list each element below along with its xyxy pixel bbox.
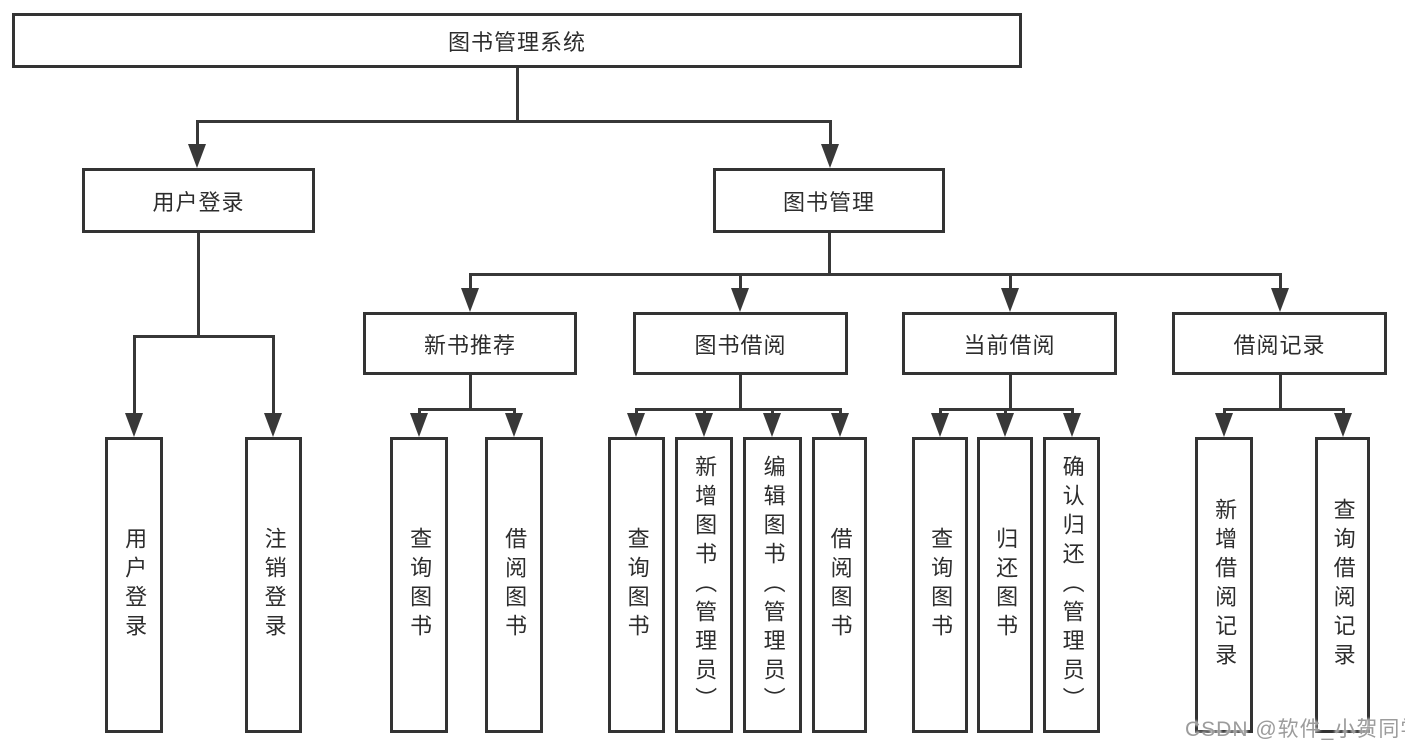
arrow-down-icon [1271, 288, 1289, 312]
leaf-current-query-label: 查询图书 [928, 527, 954, 643]
node-book-management-label: 图书管理 [782, 189, 875, 215]
connector-userlogin-bar [133, 335, 275, 338]
connector-root-bar [196, 120, 832, 123]
leaf-logout-label: 注销登录 [261, 527, 287, 643]
node-book-borrow: 图书借阅 [633, 312, 848, 375]
connector-bookmgmt-drop-2 [739, 273, 742, 293]
arrow-down-icon [763, 413, 781, 437]
node-book-management: 图书管理 [713, 168, 945, 233]
arrow-down-icon [125, 413, 143, 437]
connector-newbook-bar [418, 408, 516, 411]
node-current-borrow-label: 当前借阅 [963, 332, 1056, 358]
connector-bookborrow-bar [635, 408, 842, 411]
node-current-borrow: 当前借阅 [902, 312, 1117, 375]
leaf-borrow-borrow: 借阅图书 [812, 437, 867, 733]
node-borrow-records-label: 借阅记录 [1233, 332, 1326, 358]
arrow-down-icon [931, 413, 949, 437]
node-new-book-label: 新书推荐 [423, 332, 516, 358]
connector-userlogin-drop-1 [133, 335, 136, 417]
node-root: 图书管理系统 [12, 13, 1022, 68]
leaf-borrow-query: 查询图书 [608, 437, 665, 733]
leaf-borrow-add-admin-label: 新增图书（管理员） [692, 454, 718, 716]
arrow-down-icon [1215, 413, 1233, 437]
connector-records-bar [1223, 408, 1345, 411]
leaf-newbook-query-label: 查询图书 [407, 527, 433, 643]
node-user-login: 用户登录 [82, 168, 315, 233]
arrow-down-icon [505, 413, 523, 437]
connector-root-drop-left [196, 120, 199, 150]
node-user-login-label: 用户登录 [152, 189, 245, 215]
leaf-current-query: 查询图书 [912, 437, 968, 733]
node-new-book: 新书推荐 [363, 312, 577, 375]
arrow-down-icon [1334, 413, 1352, 437]
connector-root-stub [516, 68, 519, 123]
arrow-down-icon [695, 413, 713, 437]
arrow-down-icon [188, 144, 206, 168]
connector-bookmgmt-stub [828, 232, 831, 276]
leaf-borrow-borrow-label: 借阅图书 [827, 527, 853, 643]
arrow-down-icon [1001, 288, 1019, 312]
leaf-borrow-edit-admin: 编辑图书（管理员） [743, 437, 802, 733]
leaf-user-login-label: 用户登录 [122, 527, 148, 643]
connector-records-stub [1279, 375, 1282, 411]
arrow-down-icon [996, 413, 1014, 437]
arrow-down-icon [1063, 413, 1081, 437]
arrow-down-icon [461, 288, 479, 312]
connector-bookmgmt-drop-3 [1009, 273, 1012, 293]
leaf-current-return: 归还图书 [977, 437, 1033, 733]
connector-bookmgmt-drop-4 [1279, 273, 1282, 293]
node-root-label: 图书管理系统 [447, 29, 586, 55]
connector-currentborrow-stub [1009, 375, 1012, 411]
leaf-borrow-add-admin: 新增图书（管理员） [675, 437, 733, 733]
leaf-borrow-query-label: 查询图书 [624, 527, 650, 643]
leaf-current-confirm-admin: 确认归还（管理员） [1043, 437, 1100, 733]
csdn-watermark: CSDN @软件_小贺同学 [1185, 718, 1405, 741]
leaf-records-add: 新增借阅记录 [1195, 437, 1253, 733]
leaf-newbook-borrow-label: 借阅图书 [502, 527, 528, 643]
leaf-records-query-label: 查询借阅记录 [1330, 498, 1356, 672]
arrow-down-icon [410, 413, 428, 437]
arrow-down-icon [264, 413, 282, 437]
arrow-down-icon [627, 413, 645, 437]
leaf-newbook-borrow: 借阅图书 [485, 437, 543, 733]
node-book-borrow-label: 图书借阅 [694, 332, 787, 358]
arrow-down-icon [831, 413, 849, 437]
connector-root-drop-right [829, 120, 832, 150]
connector-bookmgmt-drop-1 [469, 273, 472, 293]
arrow-down-icon [731, 288, 749, 312]
connector-bookmgmt-bar [469, 273, 1282, 276]
leaf-records-add-label: 新增借阅记录 [1212, 498, 1238, 672]
connector-userlogin-stub [197, 232, 200, 338]
leaf-records-query: 查询借阅记录 [1315, 437, 1370, 733]
connector-newbook-stub [469, 375, 472, 411]
connector-bookborrow-stub [739, 375, 742, 411]
leaf-current-return-label: 归还图书 [993, 527, 1019, 643]
leaf-logout: 注销登录 [245, 437, 302, 733]
node-borrow-records: 借阅记录 [1172, 312, 1387, 375]
leaf-borrow-edit-admin-label: 编辑图书（管理员） [760, 454, 786, 716]
leaf-user-login: 用户登录 [105, 437, 163, 733]
leaf-newbook-query: 查询图书 [390, 437, 448, 733]
arrow-down-icon [821, 144, 839, 168]
connector-userlogin-drop-2 [272, 335, 275, 417]
leaf-current-confirm-admin-label: 确认归还（管理员） [1059, 454, 1085, 716]
